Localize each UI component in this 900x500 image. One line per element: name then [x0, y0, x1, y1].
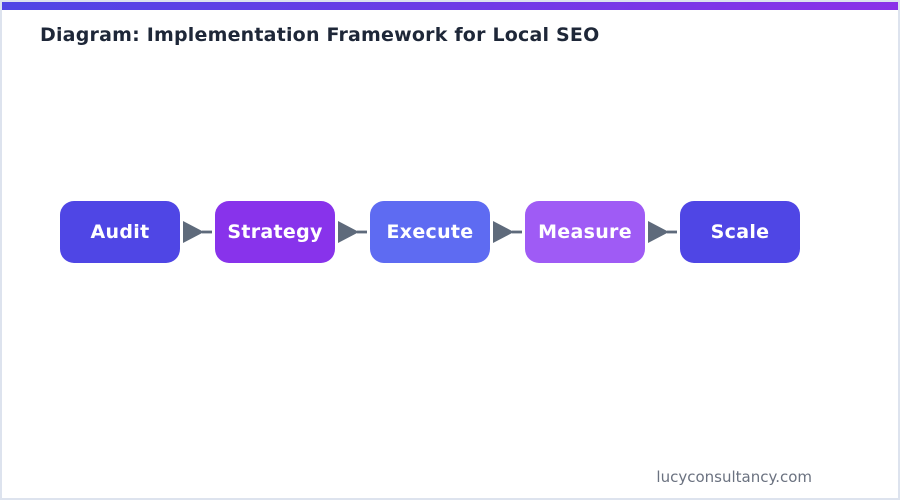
top-accent-bar	[2, 2, 898, 10]
flow-arrow-icon	[490, 219, 525, 245]
flow-arrow-icon	[180, 219, 215, 245]
flow-step-execute: Execute	[370, 201, 490, 263]
flow-arrow-icon	[645, 219, 680, 245]
flow-step-label: Audit	[90, 221, 150, 243]
flow-step-label: Strategy	[227, 221, 323, 243]
flow-arrow-icon	[335, 219, 370, 245]
page-title: Diagram: Implementation Framework for Lo…	[40, 24, 600, 46]
flow-step-label: Scale	[710, 221, 770, 243]
flow-step-measure: Measure	[525, 201, 645, 263]
flow-step-scale: Scale	[680, 201, 800, 263]
flow-step-label: Measure	[538, 221, 632, 243]
flow-step-strategy: Strategy	[215, 201, 335, 263]
flow-step-label: Execute	[386, 221, 474, 243]
footer-watermark: lucyconsultancy.com	[656, 468, 812, 486]
flow-diagram: Audit Strategy Execute Measure Scale	[60, 201, 800, 263]
flow-step-audit: Audit	[60, 201, 180, 263]
